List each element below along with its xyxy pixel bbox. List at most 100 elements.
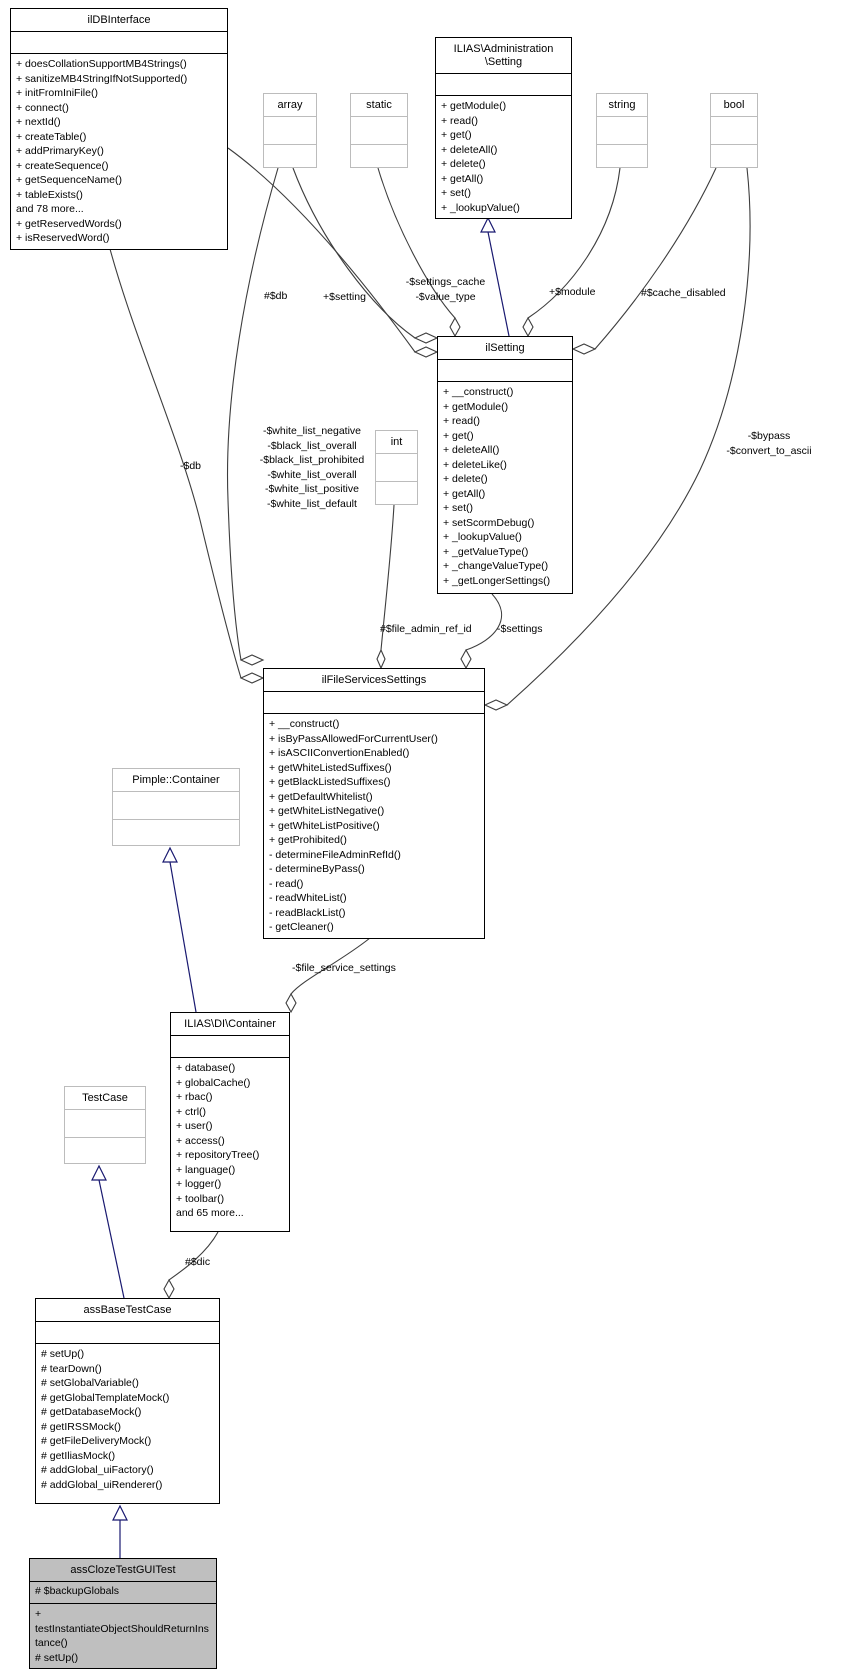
- type-box-string[interactable]: string: [596, 93, 648, 168]
- edge-string-to-ilsetting: [527, 167, 621, 319]
- class-box-pimple-container[interactable]: Pimple::Container: [112, 768, 240, 846]
- class-title: Pimple::Container: [113, 769, 239, 792]
- inherit-basetestcase-testcase: [98, 1179, 125, 1299]
- class-attributes: [171, 1036, 289, 1058]
- class-attributes: [264, 692, 484, 714]
- class-attributes: [597, 117, 647, 145]
- class-attributes: [11, 32, 227, 54]
- class-methods: [597, 145, 647, 167]
- class-title: ilFileServicesSettings: [264, 669, 484, 692]
- class-box-di-container[interactable]: ILIAS\DI\Container + database()+ globalC…: [170, 1012, 290, 1232]
- type-box-bool[interactable]: bool: [710, 93, 758, 168]
- class-methods: # setUp()# tearDown()# setGlobalVariable…: [41, 1348, 170, 1491]
- diamond-settings-cache: [449, 316, 461, 338]
- edge-label-settings-cache: -$settings_cache -$value_type: [405, 276, 486, 303]
- edge-bool-to-ilsetting: [594, 167, 717, 350]
- edge-ilsetting-to-filesettings: [465, 593, 503, 651]
- diamond-file-admin: [376, 648, 386, 670]
- edge-label-cache-disabled: #$cache_disabled: [641, 287, 726, 299]
- class-title: int: [376, 431, 417, 454]
- class-title: assBaseTestCase: [36, 1299, 219, 1322]
- edge-static-to-ilsetting: [377, 167, 456, 319]
- class-box-ildbinterface[interactable]: ilDBInterface + doesCollationSupportMB4S…: [10, 8, 228, 250]
- class-methods: + database()+ globalCache()+ rbac()+ ctr…: [176, 1062, 260, 1219]
- diamond-db: [413, 346, 439, 358]
- edge-dicontainer-to-basetestcase: [168, 1231, 219, 1281]
- class-title: string: [597, 94, 647, 117]
- edge-label-bypass: -$bypass -$convert_to_ascii: [726, 430, 812, 457]
- edge-db-to-ilsetting: [227, 147, 416, 353]
- class-methods: + doesCollationSupportMB4Strings()+ sani…: [16, 58, 188, 244]
- diamond-cache-disabled: [571, 343, 597, 355]
- class-methods: [711, 145, 757, 167]
- class-title: static: [351, 94, 407, 117]
- triangle-adminsetting: [480, 216, 496, 233]
- diamond-settings: [460, 648, 472, 670]
- class-attributes: [351, 117, 407, 145]
- edge-label-dic: #$dic: [185, 1256, 211, 1268]
- edge-int-to-filesettings: [380, 504, 395, 651]
- class-methods: [351, 145, 407, 167]
- class-attributes: [264, 117, 316, 145]
- class-methods: + __construct()+ isByPassAllowedForCurre…: [269, 718, 438, 933]
- triangle-pimple: [162, 846, 178, 863]
- triangle-basetestcase: [112, 1504, 128, 1521]
- class-title: TestCase: [65, 1087, 145, 1110]
- class-box-assclozetestguitest[interactable]: assClozeTestGUITest # $backupGlobals + t…: [29, 1558, 217, 1669]
- edge-label-file-service-settings: -$file_service_settings: [292, 962, 396, 974]
- diamond-whitelists: [239, 654, 265, 666]
- class-attributes: [711, 117, 757, 145]
- class-title: bool: [711, 94, 757, 117]
- edge-filesettings-to-dicontainer: [290, 937, 371, 995]
- diamond-dic: [163, 1278, 175, 1300]
- class-methods: + getModule()+ read()+ get()+ deleteAll(…: [441, 100, 520, 214]
- edge-label-file-admin-ref-id: #$file_admin_ref_id: [380, 623, 472, 635]
- diamond-bypass: [483, 699, 509, 711]
- triangle-testcase: [91, 1164, 107, 1181]
- edge-label-settings: -$settings: [497, 623, 543, 635]
- type-box-array[interactable]: array: [263, 93, 317, 168]
- type-box-int[interactable]: int: [375, 430, 418, 505]
- edge-label-setting: +$setting: [323, 291, 366, 303]
- class-box-ilfileservicessettings[interactable]: ilFileServicesSettings + __construct()+ …: [263, 668, 485, 939]
- edge-array-to-filesettings: [227, 167, 279, 661]
- edge-label-white-lists: -$white_list_negative -$black_list_overa…: [259, 425, 365, 510]
- class-methods: + __construct()+ getModule()+ read()+ ge…: [443, 386, 551, 587]
- diamond-file-service: [285, 992, 297, 1014]
- class-title: assClozeTestGUITest: [30, 1559, 216, 1582]
- class-attributes: [65, 1110, 145, 1138]
- class-title: ilSetting: [438, 337, 572, 360]
- class-title: ILIAS\DI\Container: [171, 1013, 289, 1036]
- class-methods: [113, 820, 239, 845]
- edge-bool-to-filesettings: [506, 167, 751, 706]
- type-box-static[interactable]: static: [350, 93, 408, 168]
- class-box-testcase[interactable]: TestCase: [64, 1086, 146, 1164]
- class-attributes: [438, 360, 572, 382]
- edge-label-db-private: -$db: [180, 460, 202, 472]
- class-box-admin-setting[interactable]: ILIAS\Administration \Setting + getModul…: [435, 37, 572, 219]
- diamond-setting: [413, 332, 439, 344]
- edge-array-to-ilsetting: [292, 167, 416, 339]
- diamond-module: [522, 316, 534, 338]
- inherit-ilsetting-adminsetting: [487, 231, 510, 337]
- class-attributes: [436, 74, 571, 96]
- edge-label-module: +$module: [549, 286, 596, 298]
- class-box-ilsetting[interactable]: ilSetting + __construct()+ getModule()+ …: [437, 336, 573, 594]
- class-title: array: [264, 94, 316, 117]
- class-attributes: [36, 1322, 219, 1344]
- class-title: ILIAS\Administration \Setting: [436, 38, 571, 74]
- edge-label-db: #$db: [264, 290, 288, 302]
- class-title: ilDBInterface: [11, 9, 227, 32]
- edge-dbprivate-to-filesettings: [109, 248, 242, 679]
- class-attributes: [113, 792, 239, 820]
- class-methods: [65, 1138, 145, 1163]
- class-attributes: # $backupGlobals: [30, 1582, 216, 1604]
- class-methods: + testInstantiateObjectShouldReturnInsta…: [35, 1608, 209, 1664]
- diamond-db-private: [239, 672, 265, 684]
- inherit-dicontainer-pimple: [169, 861, 197, 1013]
- class-methods: [264, 145, 316, 167]
- class-box-assbasetestcase[interactable]: assBaseTestCase # setUp()# tearDown()# s…: [35, 1298, 220, 1504]
- class-methods: [376, 482, 417, 504]
